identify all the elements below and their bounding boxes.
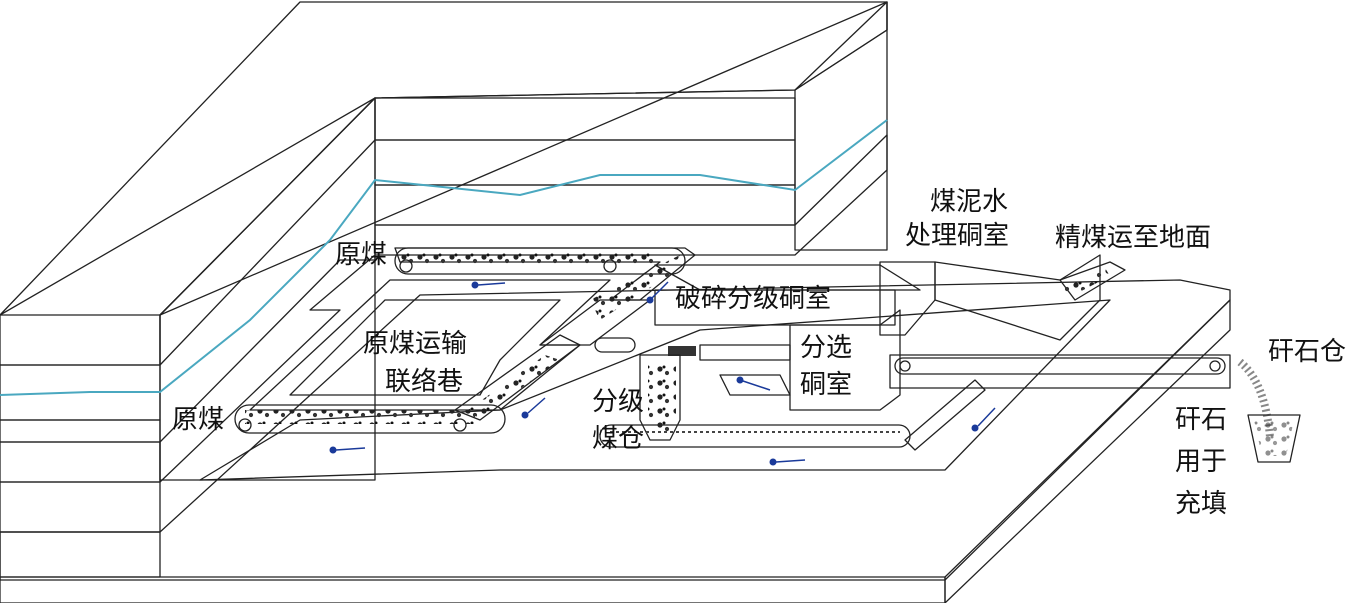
label-bunker-line2: 煤仓 [592, 424, 644, 454]
flow-arrows [329, 281, 996, 466]
label-gangue-fill-line2: 用于 [1175, 447, 1227, 477]
clean-coal-conveyor [1059, 261, 1126, 301]
bottom-conveyor [599, 379, 986, 451]
crushing-chamber [594, 264, 921, 356]
upper-belt-roadway [394, 247, 696, 320]
grading-bunker [639, 354, 681, 441]
label-bunker-line1: 分级 [592, 387, 644, 417]
label-separation-line2: 硐室 [800, 370, 852, 400]
arrow-bottom [769, 458, 806, 466]
gangue-conveyor [889, 354, 1231, 389]
arrow-upper [471, 281, 506, 289]
arrow-lower [329, 446, 366, 454]
ground-surface-inner [159, 1, 888, 316]
label-gangue-fill-line3: 充填 [1175, 489, 1227, 519]
arrow-sep [736, 376, 771, 391]
floor-right [944, 299, 1231, 603]
label-separation-line1: 分选 [800, 333, 852, 363]
left-strata-face [0, 314, 161, 578]
label-crushing-chamber: 破碎分级硐室 [675, 284, 831, 314]
label-clean-coal: 精煤运至地面 [1055, 223, 1211, 253]
coal-seam [159, 134, 888, 483]
arrow-mid [521, 397, 546, 419]
label-gangue-fill-line1: 矸石 [1175, 405, 1227, 435]
arrow-crush [646, 281, 669, 304]
label-roadway-line2: 联络巷 [385, 367, 463, 397]
label-slime-line1: 煤泥水 [930, 187, 1008, 217]
gangue-bin [1237, 358, 1301, 463]
label-gangue-bin: 矸石仓 [1268, 337, 1346, 367]
roadway-inner-floor [289, 299, 561, 396]
back-strata-face [374, 97, 796, 226]
label-raw-coal-bottom: 原煤 [172, 405, 224, 435]
labels: 原煤 原煤 原煤运输 联络巷 破碎分级硐室 煤泥水 处理硐室 精煤运至地面 分选… [172, 187, 1346, 519]
slime-water-chamber [879, 254, 1101, 341]
label-roadway-line1: 原煤运输 [363, 329, 467, 359]
floor-front [0, 576, 946, 603]
arrow-right [971, 407, 996, 432]
water-table-line [0, 119, 888, 396]
label-slime-line2: 处理硐室 [905, 221, 1009, 251]
ground-surface [0, 1, 888, 316]
left-slope-blue [159, 97, 376, 366]
label-raw-coal-top: 原煤 [335, 240, 387, 270]
